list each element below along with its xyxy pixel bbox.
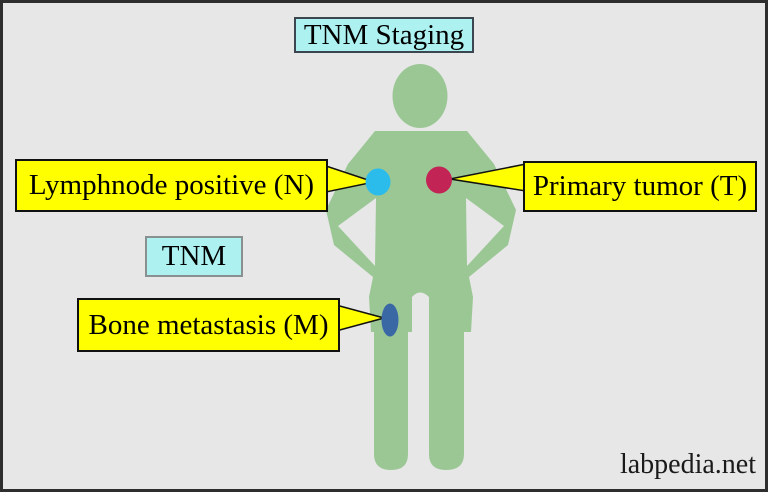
figure-left-leg: [374, 291, 408, 470]
watermark-text: labpedia.net: [619, 449, 756, 480]
bone-metastasis-label: Bone metastasis (M): [88, 308, 329, 341]
figure-body: [326, 131, 516, 332]
title-label: TNM Staging: [303, 18, 465, 51]
callout-lymph-node: Lymphnode positive (N): [15, 159, 328, 212]
tnm-label: TNM: [161, 240, 227, 272]
title-box: TNM Staging: [294, 17, 474, 53]
callout-primary-tumor: Primary tumor (T): [523, 161, 757, 212]
lymph-node-marker: [365, 168, 391, 196]
primary-tumor-label: Primary tumor (T): [532, 170, 748, 202]
callout-bone-metastasis: Bone metastasis (M): [77, 298, 340, 352]
human-figure: [326, 64, 516, 470]
tnm-label-box: TNM: [145, 236, 243, 277]
bone-metastasis-marker: [381, 303, 399, 337]
figure-right-leg: [429, 291, 464, 470]
figure-head: [392, 64, 448, 128]
lymph-node-label: Lymphnode positive (N): [28, 169, 315, 201]
primary-tumor-marker: [426, 166, 452, 194]
